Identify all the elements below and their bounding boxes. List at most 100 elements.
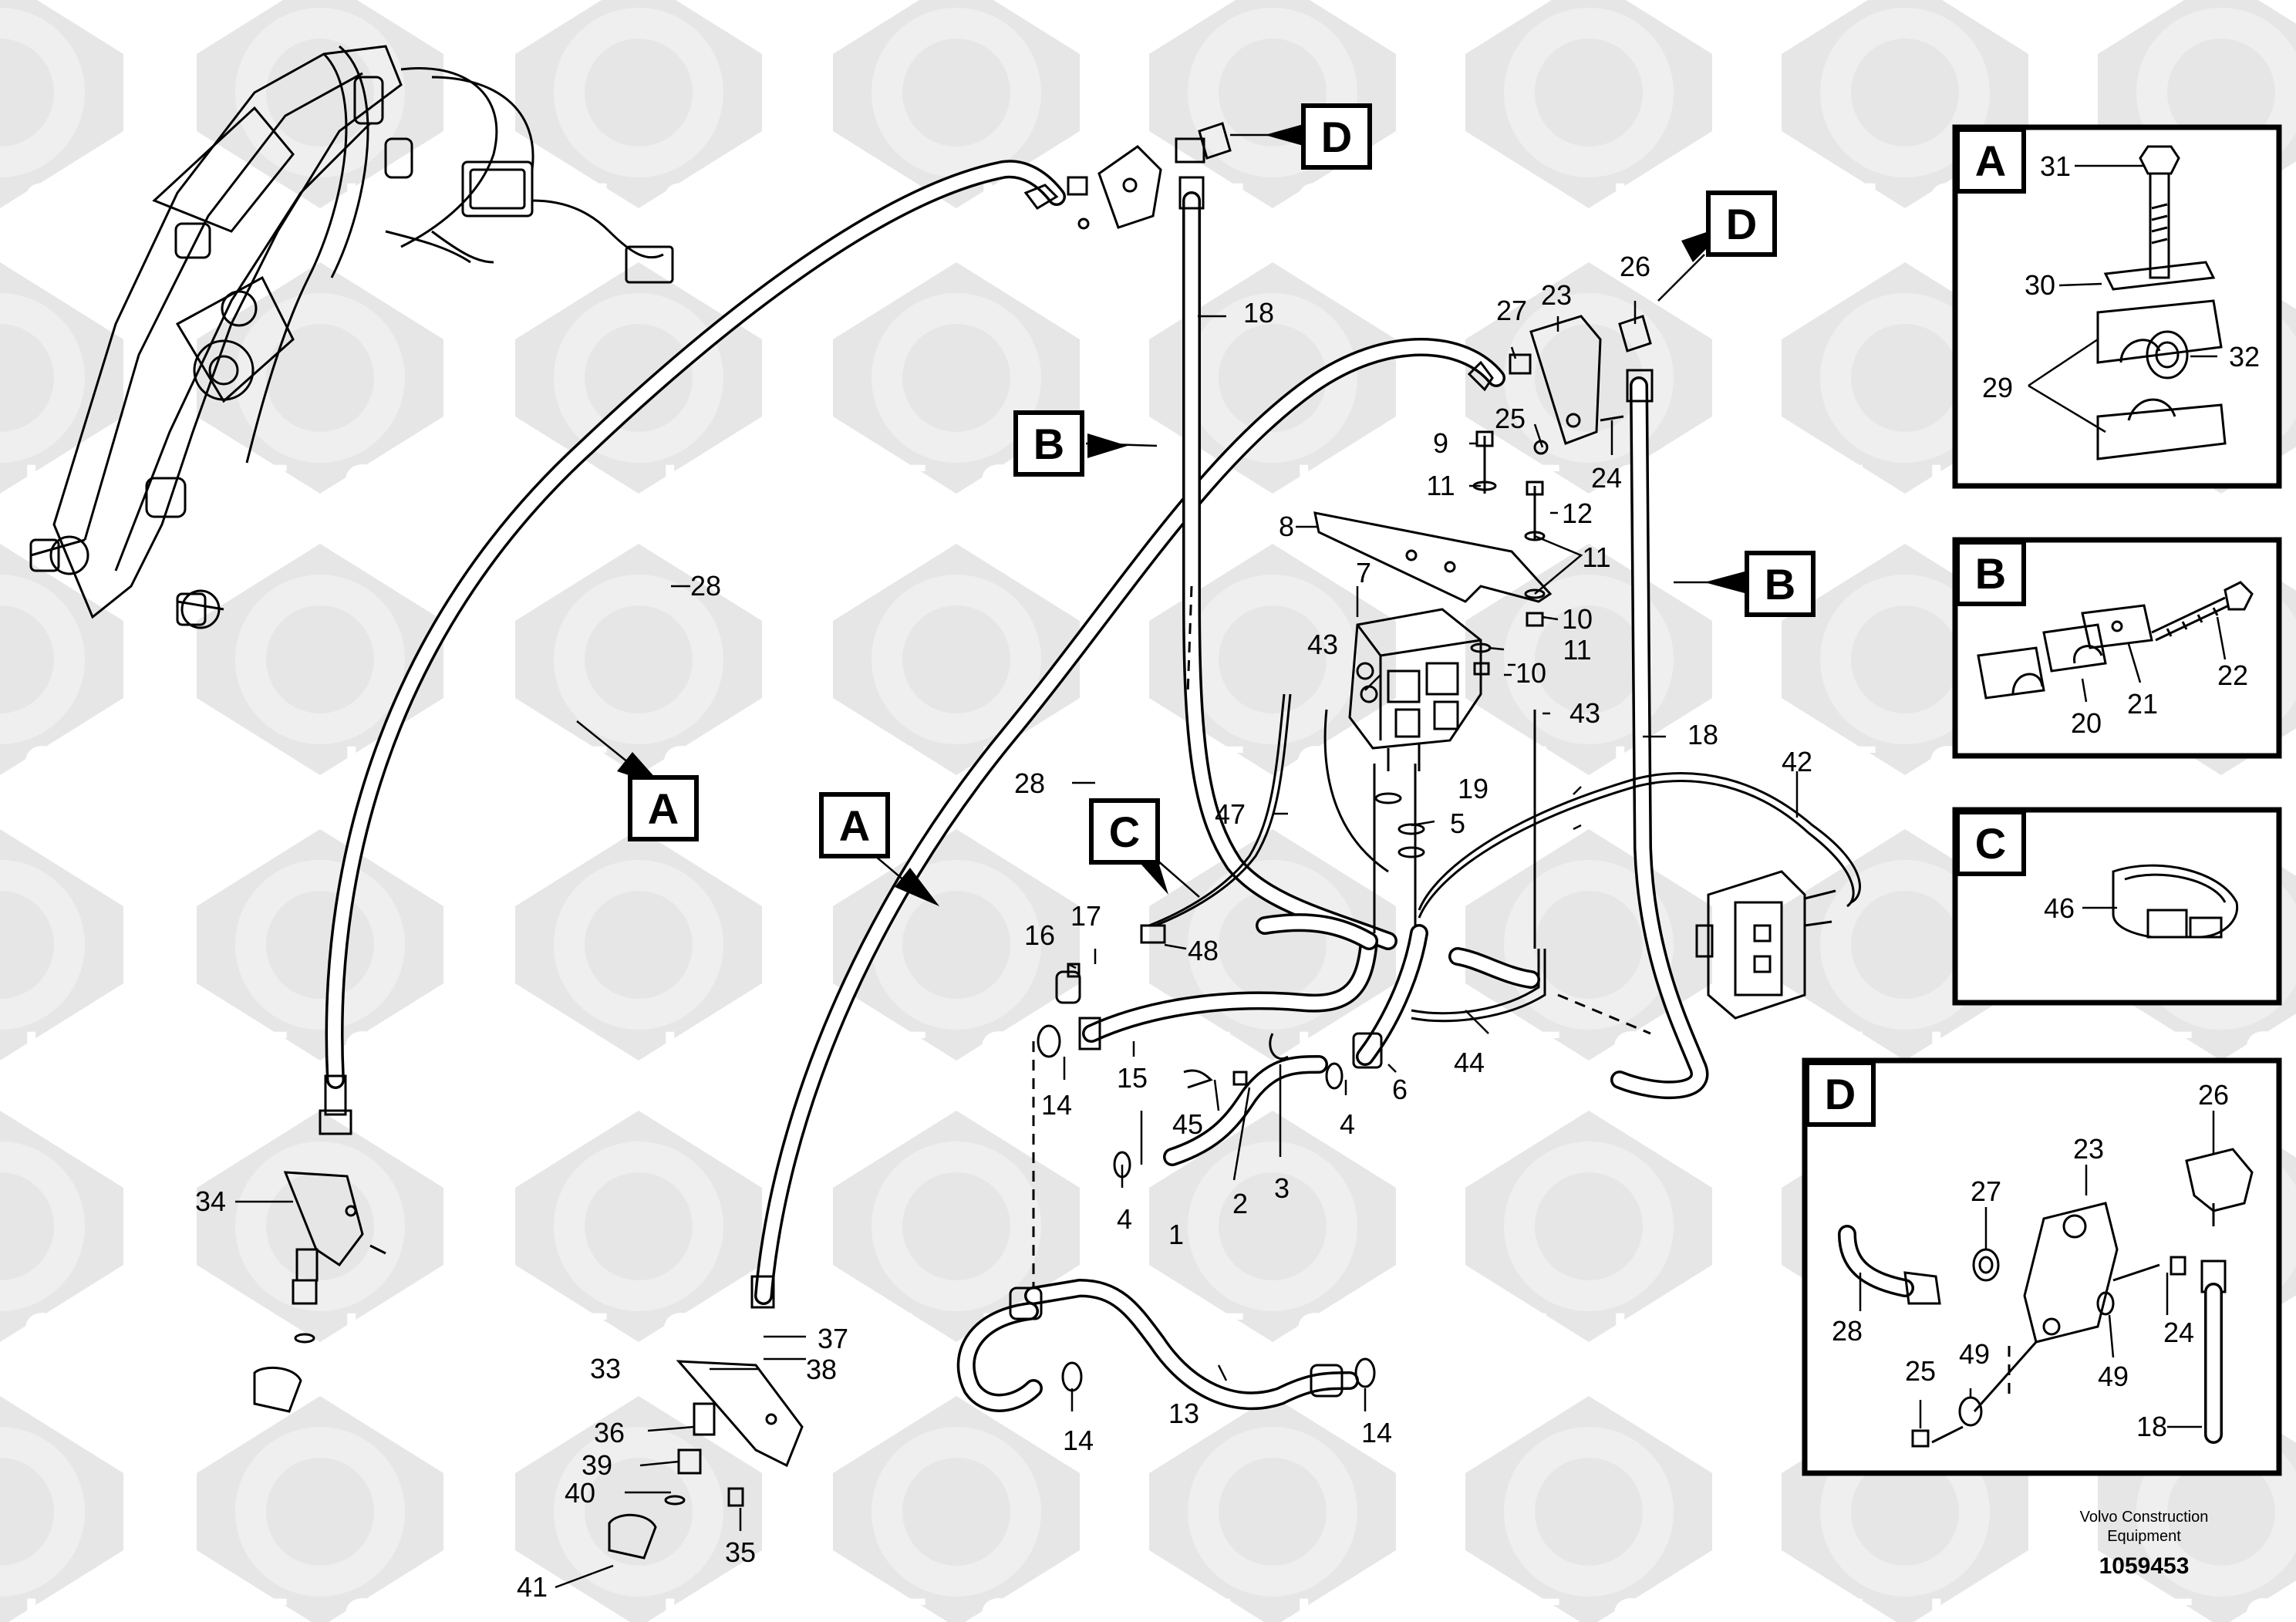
detail-d-label-28: 28: [1832, 1315, 1863, 1347]
company-name-line1: Volvo Construction: [2080, 1509, 2209, 1526]
callout-43a: 43: [1307, 629, 1338, 660]
watermark-shape: [197, 1396, 443, 1622]
detail-a-letter: A: [1975, 137, 2006, 185]
callout-27: 27: [1496, 295, 1527, 326]
callout-41: 41: [517, 1571, 548, 1603]
watermark-text: КОМПАРТ: [1296, 456, 1561, 508]
watermark-text: КОМПАРТ: [23, 1590, 288, 1622]
detail-d-label-27: 27: [1971, 1175, 2001, 1207]
callout-28a: 28: [690, 570, 721, 602]
watermark-text: КОМПАРТ: [662, 1023, 927, 1075]
detail-d-letter: D: [1825, 1070, 1856, 1118]
view-marker-d1: D: [1321, 113, 1352, 161]
callout-42: 42: [1782, 746, 1812, 777]
detail-d-label-23: 23: [2073, 1133, 2104, 1165]
view-marker-d2: D: [1726, 200, 1757, 248]
valve-block: [1348, 608, 1482, 771]
view-marker-c1: C: [1109, 808, 1140, 856]
watermark-text: КОМПАРТ: [1928, 1590, 2193, 1622]
company-name-line2: Equipment: [2107, 1528, 2181, 1545]
callout-4a: 4: [1117, 1203, 1132, 1235]
callout-3: 3: [1274, 1172, 1290, 1204]
watermark-text: КОМПАРТ: [343, 1304, 609, 1357]
detail-a-label-29: 29: [1982, 372, 2013, 403]
watermark-text: COMPART: [1296, 1304, 1548, 1357]
view-marker-b1: B: [1033, 420, 1064, 468]
watermark-text: COMPART: [23, 174, 275, 227]
callout-10b: 10: [1515, 657, 1546, 689]
callout-16: 16: [1024, 919, 1055, 951]
watermark-text: COMPART: [662, 737, 914, 790]
callout-38: 38: [806, 1354, 837, 1385]
callout-15: 15: [1117, 1062, 1148, 1094]
detail-c-label-46: 46: [2044, 892, 2075, 924]
bracket-top: [1067, 145, 1624, 455]
detail-a-label-31: 31: [2040, 150, 2071, 182]
detail-b-label-21: 21: [2127, 688, 2158, 720]
callout-18a: 18: [1243, 297, 1274, 329]
loader-arm-illustration: [29, 45, 674, 629]
view-markers: A A B B C D D: [628, 103, 1816, 865]
callout-14c: 14: [1361, 1417, 1392, 1448]
watermark-shape: [1149, 1396, 1396, 1622]
watermark-shape: [515, 1396, 762, 1622]
watermark-text: COMPART: [2244, 1590, 2296, 1622]
watermark-text: КОМПАРТ: [979, 174, 1245, 227]
callout-17: 17: [1070, 900, 1101, 932]
watermark-text: КОМПАРТ: [1296, 1023, 1561, 1075]
detail-d-label-24: 24: [2163, 1317, 2194, 1348]
callout-24: 24: [1591, 462, 1622, 494]
callout-39: 39: [582, 1449, 612, 1481]
watermark-shape: [833, 1396, 1080, 1622]
leader-lines: [235, 301, 1799, 1589]
callout-34: 34: [195, 1185, 226, 1217]
callout-19: 19: [1458, 773, 1489, 804]
callout-9: 9: [1433, 427, 1448, 459]
callout-11a: 11: [1426, 470, 1455, 501]
callout-36: 36: [594, 1417, 625, 1448]
detail-b-label-20: 20: [2071, 707, 2102, 739]
detail-b-label-22: 22: [2217, 659, 2248, 691]
drawing-footer: Volvo Construction Equipment 1059453: [2080, 1509, 2209, 1579]
callout-4b: 4: [1340, 1108, 1355, 1140]
watermark-text: КОМПАРТ: [23, 1023, 288, 1075]
callout-2: 2: [1232, 1188, 1248, 1219]
callout-10a: 10: [1562, 603, 1593, 635]
watermark-text: КОМПАРТ: [662, 456, 927, 508]
watermark-text: COMPART: [979, 1590, 1232, 1622]
watermark-text: COMPART: [343, 1590, 595, 1622]
callout-33: 33: [590, 1353, 621, 1384]
watermark-text: КОМПАРТ: [23, 456, 288, 508]
watermark-text: КОМПАРТ: [662, 1590, 927, 1622]
callout-14a: 14: [1041, 1089, 1072, 1121]
callout-28b: 28: [1014, 767, 1045, 799]
detail-d-label-18: 18: [2136, 1411, 2167, 1442]
drawing-number: 1059453: [2099, 1553, 2190, 1579]
watermark-text: COMPART: [1296, 737, 1548, 790]
watermark-shape: [1465, 1396, 1712, 1622]
watermark-text: COMPART: [1612, 456, 1864, 508]
callout-44: 44: [1454, 1047, 1485, 1078]
watermark-text: COMPART: [662, 1304, 914, 1357]
detail-a-panel: A 31 30 29 32: [1952, 124, 2282, 489]
callout-40: 40: [565, 1477, 595, 1509]
watermark-text: COMPART: [1296, 174, 1548, 227]
detail-b-letter: B: [1975, 549, 2006, 598]
detail-a-label-32: 32: [2229, 341, 2260, 373]
watermark-text: COMPART: [23, 1304, 275, 1357]
callout-23: 23: [1541, 279, 1572, 311]
lower-brackets: [253, 1171, 804, 1560]
watermark-text: COMPART: [343, 1023, 595, 1075]
callout-18b: 18: [1687, 719, 1718, 750]
fittings: [319, 122, 1654, 1309]
callout-48: 48: [1188, 935, 1219, 966]
watermark-text: КОМПАРТ: [343, 174, 609, 227]
callout-8: 8: [1279, 511, 1294, 542]
callout-13: 13: [1168, 1398, 1199, 1429]
detail-d-label-26: 26: [2198, 1079, 2229, 1111]
callout-47: 47: [1215, 798, 1246, 830]
view-marker-a2: A: [839, 801, 870, 850]
detail-a-label-30: 30: [2025, 269, 2055, 301]
view-marker-b2: B: [1765, 560, 1795, 609]
detail-b-panel: B 20 21 22: [1952, 537, 2282, 759]
